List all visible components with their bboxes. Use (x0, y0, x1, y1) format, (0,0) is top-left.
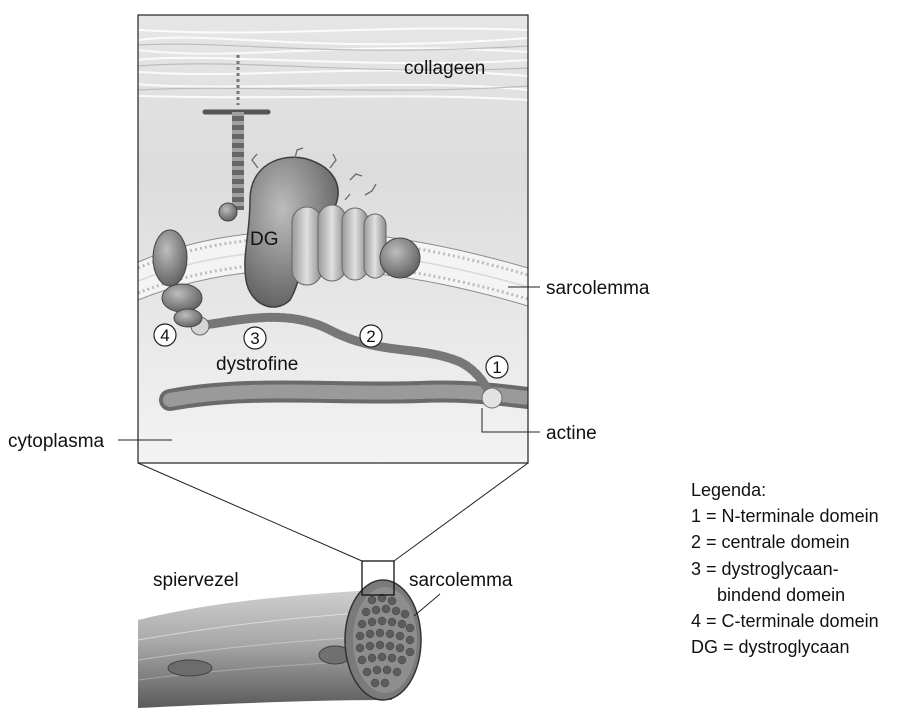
label-collageen: collageen (404, 58, 485, 79)
label-sarcolemma-top: sarcolemma (546, 278, 650, 299)
legend-item-4: 4 = C-terminale domein (691, 608, 879, 634)
legend-item-3-continued: bindend domein (691, 582, 879, 608)
label-dystrofine: dystrofine (216, 354, 298, 375)
leader-sarcolemma-bottom (414, 594, 440, 616)
domain-marker-1: 1 (486, 356, 508, 378)
legend-item-1: 1 = N-terminale domein (691, 503, 879, 529)
label-cytoplasma: cytoplasma (8, 431, 105, 452)
zoom-panel (138, 15, 528, 463)
legend-item-dg: DG = dystroglycaan (691, 634, 879, 660)
label-dg: DG (250, 229, 279, 250)
zoom-lines (138, 463, 528, 561)
domain-marker-2: 2 (360, 325, 382, 347)
svg-text:2: 2 (366, 327, 375, 346)
legend-title: Legenda: (691, 477, 879, 503)
domain-marker-4: 4 (154, 324, 176, 346)
svg-text:4: 4 (160, 326, 169, 345)
legend-item-3: 3 = dystroglycaan- (691, 556, 879, 582)
label-spiervezel: spiervezel (153, 570, 239, 591)
label-sarcolemma-bottom: sarcolemma (409, 570, 513, 591)
svg-text:3: 3 (250, 329, 259, 348)
label-actine: actine (546, 423, 597, 444)
legend-item-2: 2 = centrale domein (691, 529, 879, 555)
actin-filament (170, 391, 528, 400)
svg-text:1: 1 (492, 358, 501, 377)
legend: Legenda: 1 = N-terminale domein 2 = cent… (691, 477, 879, 660)
domain-marker-3: 3 (244, 327, 266, 349)
